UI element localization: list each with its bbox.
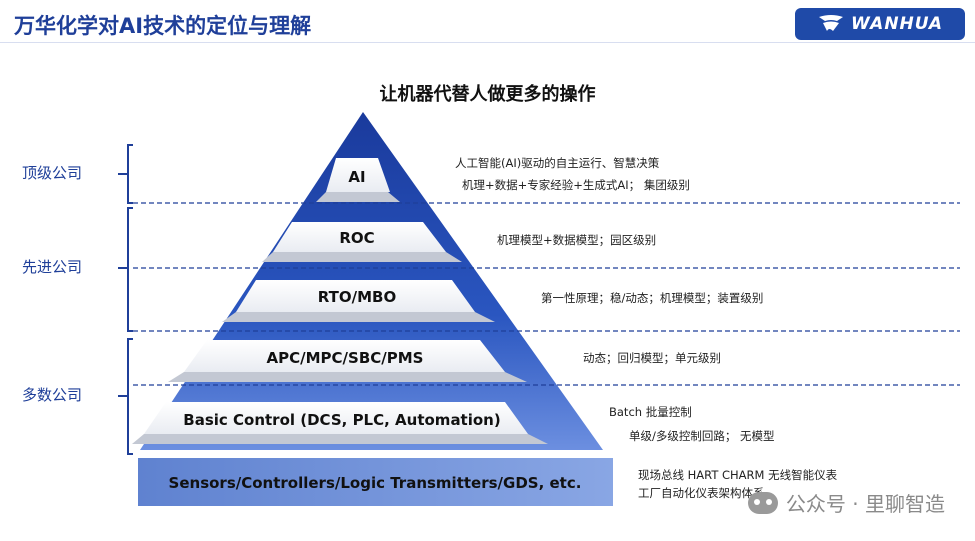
- desc-roc: 机理模型+数据模型；园区级别: [497, 233, 656, 247]
- wanhua-logo-icon: [819, 15, 844, 31]
- layer-label-roc: ROC: [339, 229, 374, 247]
- base-bar: [138, 458, 613, 506]
- base-label: Sensors/Controllers/Logic Transmitters/G…: [169, 474, 582, 492]
- layer-label-apc: APC/MPC/SBC/PMS: [267, 349, 424, 367]
- tier-bracket-advanced: [118, 207, 133, 332]
- desc-ai-line2: 机理+数据+专家经验+生成式AI； 集团级别: [462, 178, 690, 192]
- layer-label-rto-mbo: RTO/MBO: [318, 288, 396, 306]
- desc-apc: 动态；回归模型；单元级别: [583, 351, 721, 365]
- layer-rto: RTO/MBO: [222, 280, 495, 322]
- desc-base-line2: 工厂自动化仪表架构体系: [638, 486, 765, 500]
- tier-bracket-majority: [118, 338, 133, 455]
- diagram-subtitle: 让机器代替人做更多的操作: [379, 84, 596, 105]
- layer-roc: ROC: [262, 222, 462, 262]
- watermark: 公众号 · 里聊智造: [747, 488, 945, 517]
- logo-text: WANHUA: [851, 14, 943, 34]
- desc-base-line1: 现场总线 HART CHARM 无线智能仪表: [638, 468, 838, 482]
- desc-basic-line2: 单级/多级控制回路； 无模型: [629, 429, 775, 443]
- watermark-text: 公众号 · 里聊智造: [785, 492, 945, 516]
- tier-bracket-top: [118, 144, 133, 204]
- wanhua-logo: WANHUA: [795, 8, 965, 40]
- header-divider: [0, 42, 975, 43]
- wechat-icon: [747, 491, 778, 514]
- layer-apc: APC/MPC/SBC/PMS: [168, 340, 527, 382]
- desc-basic-line1: Batch 批量控制: [609, 405, 692, 419]
- page-title: 万华化学对AI技术的定位与理解: [14, 14, 312, 38]
- layer-label-basic-control: Basic Control (DCS, PLC, Automation): [183, 411, 500, 429]
- tier-label-top: 顶级公司: [22, 164, 82, 182]
- layer-label-ai: AI: [348, 168, 365, 186]
- layer-basic-control: Basic Control (DCS, PLC, Automation): [132, 402, 548, 444]
- tier-label-majority: 多数公司: [22, 386, 82, 404]
- desc-ai-line1: 人工智能(AI)驱动的自主运行、智慧决策: [455, 156, 660, 170]
- desc-rto-mbo: 第一性原理；稳/动态；机理模型；装置级别: [541, 291, 763, 305]
- layer-ai: AI: [316, 158, 400, 202]
- dashed-separators: [133, 202, 960, 386]
- tier-label-advanced: 先进公司: [22, 258, 82, 276]
